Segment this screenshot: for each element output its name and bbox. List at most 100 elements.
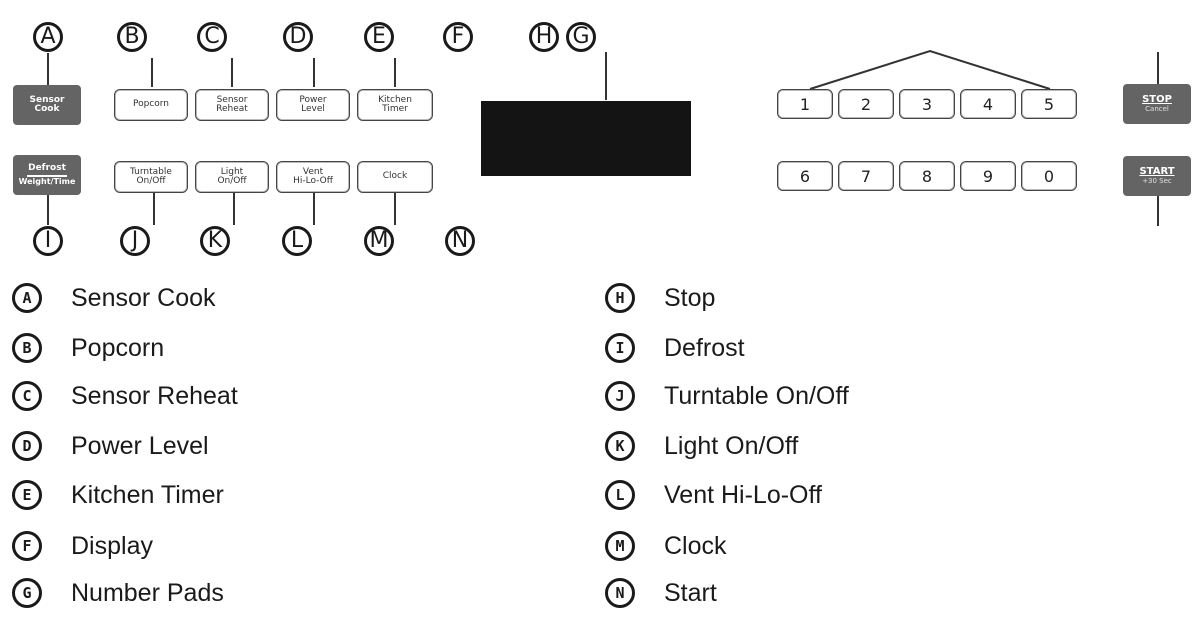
legend-label-d: Power Level	[71, 431, 209, 460]
legend-badge-n: N	[605, 578, 635, 608]
defrost-sublabel: Weight/Time	[18, 176, 76, 186]
legend-label-g: Number Pads	[71, 578, 224, 607]
legend-label-j: Turntable On/Off	[664, 381, 849, 410]
legend-label-l: Vent Hi-Lo-Off	[664, 480, 822, 509]
callout-a: A	[33, 22, 63, 52]
leader-line-j	[153, 193, 155, 225]
number-pad-9[interactable]: 9	[960, 161, 1016, 191]
legend-label-c: Sensor Reheat	[71, 381, 238, 410]
power-level-label-1: Power	[299, 94, 327, 105]
callout-b: B	[117, 22, 147, 52]
stop-button[interactable]: STOP Cancel	[1123, 84, 1191, 124]
number-pad-3[interactable]: 3	[899, 89, 955, 119]
sensor-reheat-label-2: Reheat	[216, 104, 248, 114]
callout-d: D	[283, 22, 313, 52]
legend-label-b: Popcorn	[71, 333, 165, 362]
legend-badge-k: K	[605, 431, 635, 461]
number-pad-8[interactable]: 8	[899, 161, 955, 191]
start-label: START	[1139, 166, 1175, 178]
legend-badge-b: B	[12, 333, 42, 363]
callout-h: H	[529, 22, 559, 52]
number-pads-bracket	[809, 49, 1051, 90]
legend-badge-a: A	[12, 283, 42, 313]
vent-label-1: Vent	[302, 166, 324, 177]
legend-item-k: K Light On/Off	[605, 429, 798, 463]
legend-item-j: J Turntable On/Off	[605, 379, 849, 413]
legend-label-m: Clock	[664, 531, 727, 560]
callout-j: J	[120, 226, 150, 256]
legend-badge-e: E	[12, 480, 42, 510]
legend-label-i: Defrost	[664, 333, 745, 362]
callout-i: I	[33, 226, 63, 256]
number-pad-4[interactable]: 4	[960, 89, 1016, 119]
legend-badge-i: I	[605, 333, 635, 363]
legend-item-n: N Start	[605, 576, 717, 610]
legend-label-e: Kitchen Timer	[71, 480, 224, 509]
number-pad-5[interactable]: 5	[1021, 89, 1077, 119]
number-pad-1[interactable]: 1	[777, 89, 833, 119]
callout-e: E	[364, 22, 394, 52]
clock-label: Clock	[382, 171, 408, 182]
callout-c: C	[197, 22, 227, 52]
start-button[interactable]: START +30 Sec	[1123, 156, 1191, 196]
legend-item-c: C Sensor Reheat	[12, 379, 238, 413]
legend-badge-h: H	[605, 283, 635, 313]
sensor-cook-button[interactable]: Sensor Cook	[13, 85, 81, 125]
clock-button[interactable]: Clock	[357, 161, 433, 193]
callout-f: F	[443, 22, 473, 52]
number-pad-7[interactable]: 7	[838, 161, 894, 191]
defrost-label: Defrost	[28, 162, 66, 173]
legend-label-a: Sensor Cook	[71, 283, 216, 312]
legend-item-h: H Stop	[605, 281, 715, 315]
legend-badge-d: D	[12, 431, 42, 461]
leader-line-m	[394, 193, 396, 225]
light-label-1: Light	[220, 166, 244, 177]
kitchen-timer-label-1: Kitchen	[378, 94, 412, 105]
legend-label-n: Start	[664, 578, 717, 607]
number-pad-6[interactable]: 6	[777, 161, 833, 191]
popcorn-label: Popcorn	[132, 99, 170, 110]
callout-n: N	[445, 226, 475, 256]
legend-item-l: L Vent Hi-Lo-Off	[605, 478, 822, 512]
legend-item-i: I Defrost	[605, 331, 745, 365]
legend-label-f: Display	[71, 531, 153, 560]
defrost-divider	[27, 175, 67, 177]
start-sublabel: +30 Sec	[1142, 176, 1172, 185]
leader-line-k	[233, 193, 235, 225]
callout-k: K	[200, 226, 230, 256]
power-level-label-2: Level	[301, 104, 325, 114]
legend-item-a: A Sensor Cook	[12, 281, 216, 315]
legend-label-h: Stop	[664, 283, 716, 312]
leader-line-g	[605, 52, 607, 100]
turntable-label-2: On/Off	[136, 176, 166, 186]
number-pad-0[interactable]: 0	[1021, 161, 1077, 191]
callout-l: L	[282, 226, 312, 256]
popcorn-button[interactable]: Popcorn	[114, 89, 188, 121]
leader-line-start	[1157, 196, 1159, 226]
defrost-button[interactable]: Defrost Weight/Time	[13, 155, 81, 195]
legend-badge-f: F	[12, 531, 42, 561]
legend-item-g: G Number Pads	[12, 576, 224, 610]
legend-badge-j: J	[605, 381, 635, 411]
number-pad-2[interactable]: 2	[838, 89, 894, 119]
legend-badge-m: M	[605, 531, 635, 561]
vent-label-2: Hi-Lo-Off	[293, 176, 333, 186]
leader-line-b	[151, 58, 153, 87]
legend-item-d: D Power Level	[12, 429, 209, 463]
leader-line-c	[231, 58, 233, 87]
turntable-label-1: Turntable	[130, 166, 172, 177]
callout-m: M	[364, 226, 394, 256]
leader-line-i	[47, 195, 49, 225]
legend-badge-g: G	[12, 578, 42, 608]
display-screen	[481, 101, 691, 176]
stop-label: STOP	[1142, 94, 1172, 106]
legend-item-m: M Clock	[605, 529, 727, 563]
leader-line-l	[313, 193, 315, 225]
legend-label-k: Light On/Off	[664, 431, 799, 460]
